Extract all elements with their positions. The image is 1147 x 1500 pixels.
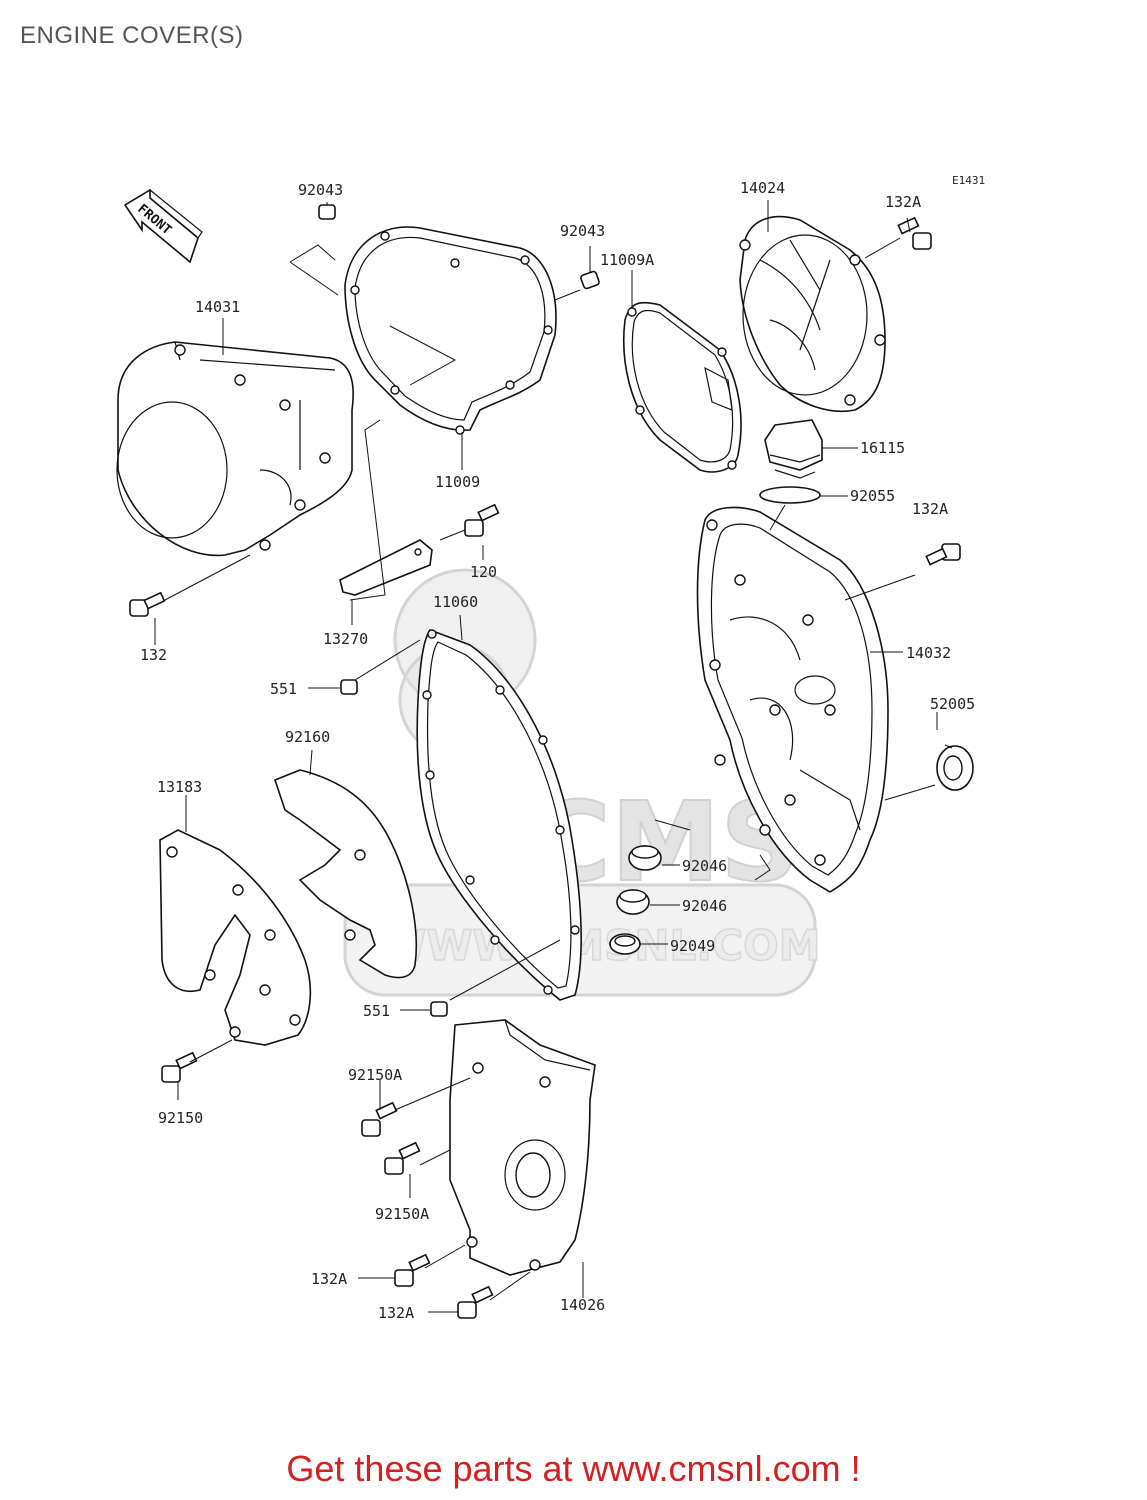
- bolt-icon: [457, 1285, 494, 1319]
- part-92160-guide: [274, 769, 418, 979]
- part-14031-generator-cover: [116, 341, 354, 557]
- part-13270-plate: [339, 539, 433, 596]
- label-16115: 16115: [860, 439, 905, 457]
- label-92150A: 92150A: [375, 1205, 429, 1223]
- part-13183-guide-plate: [159, 829, 312, 1046]
- dowel-92043-a-icon: [318, 204, 336, 220]
- page-title: ENGINE COVER(S): [20, 22, 244, 49]
- bolt-icon: [384, 1141, 421, 1175]
- label-92150A: 92150A: [348, 1066, 402, 1084]
- dowel-551-b-icon: [430, 1001, 448, 1017]
- part-11060-gasket: [416, 629, 582, 1001]
- label-132A: 132A: [378, 1304, 414, 1322]
- label-11060: 11060: [433, 593, 478, 611]
- label-52005: 52005: [930, 695, 975, 713]
- bolt-icon: [897, 216, 932, 250]
- label-92046: 92046: [682, 897, 727, 915]
- part-92055-o-ring: [759, 486, 821, 504]
- part-52005-oil-seal: [936, 745, 974, 791]
- label-14026: 14026: [560, 1296, 605, 1314]
- bolt-icon: [129, 591, 166, 617]
- part-labels: 92043 92043 14024 132A 14031 11009A 1611…: [140, 179, 975, 1322]
- watermark-url: WWW.CMSNL.COM: [380, 921, 821, 970]
- label-14031: 14031: [195, 298, 240, 316]
- bolt-icon: [464, 503, 500, 537]
- parts-diagram: CMS WWW.CMSNL.COM FRONT E1431: [116, 174, 985, 1322]
- label-92046: 92046: [682, 857, 727, 875]
- bolt-icon: [394, 1253, 431, 1287]
- bolt-icon: [361, 1101, 398, 1137]
- label-120: 120: [470, 563, 497, 581]
- label-551: 551: [363, 1002, 390, 1020]
- footer-link[interactable]: Get these parts at www.cmsnl.com !: [286, 1448, 861, 1489]
- label-92160: 92160: [285, 728, 330, 746]
- label-92043: 92043: [560, 222, 605, 240]
- label-92049: 92049: [670, 937, 715, 955]
- label-132: 132: [140, 646, 167, 664]
- label-11009: 11009: [435, 473, 480, 491]
- part-14024-outer-cover: [739, 215, 886, 413]
- label-92055: 92055: [850, 487, 895, 505]
- label-551: 551: [270, 680, 297, 698]
- leader-lines: [154, 200, 953, 1313]
- label-13270: 13270: [323, 630, 368, 648]
- label-11009A: 11009A: [600, 251, 654, 269]
- label-14024: 14024: [740, 179, 785, 197]
- label-92150: 92150: [158, 1109, 203, 1127]
- bearing-92046-a-icon: [628, 845, 662, 871]
- part-11009A-gasket: [622, 301, 742, 473]
- bolt-icon: [161, 1051, 198, 1083]
- part-16115-oil-cap: [764, 419, 823, 479]
- label-132A: 132A: [311, 1270, 347, 1288]
- label-13183: 13183: [157, 778, 202, 796]
- part-11009-gasket: [344, 226, 557, 435]
- front-arrow-icon: FRONT: [123, 188, 203, 264]
- label-14032: 14032: [906, 644, 951, 662]
- dowel-92043-b-icon: [580, 270, 600, 290]
- label-132A: 132A: [912, 500, 948, 518]
- diagram-code: E1431: [952, 174, 985, 187]
- label-92043: 92043: [298, 181, 343, 199]
- collar-92049-icon: [609, 933, 641, 955]
- bearing-92046-b-icon: [616, 889, 650, 915]
- dowel-551-a-icon: [340, 679, 358, 695]
- part-14026-sprocket-cover: [449, 1019, 596, 1276]
- bolt-icon: [925, 543, 961, 566]
- part-14032-crankcase-cover: [696, 506, 889, 893]
- label-132A: 132A: [885, 193, 921, 211]
